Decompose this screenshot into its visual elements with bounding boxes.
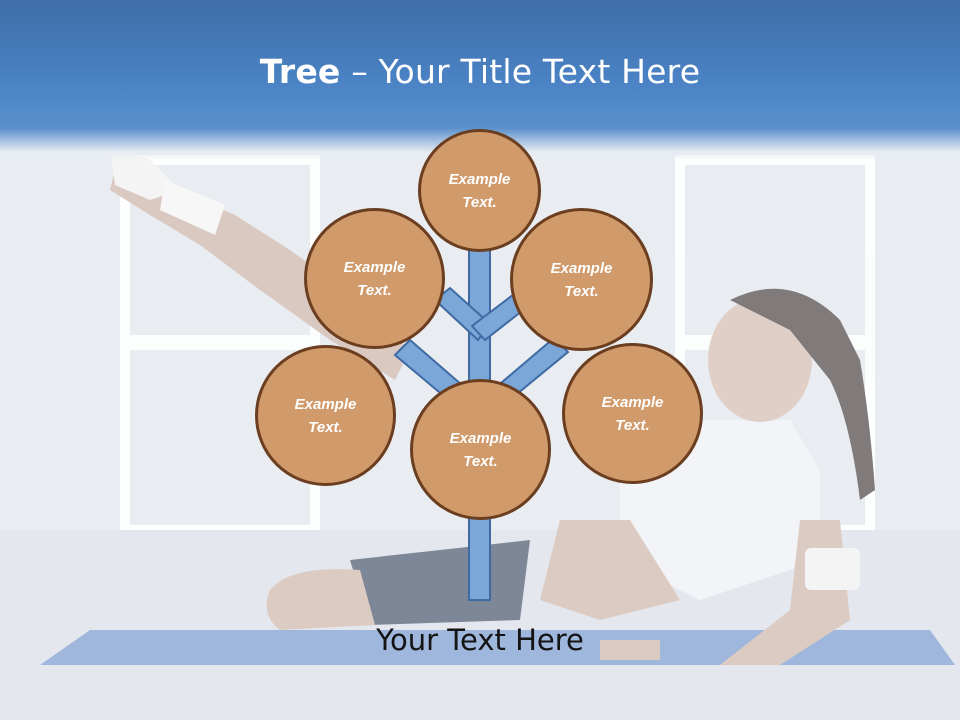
slide-title: Tree – Your Title Text Here [0,52,960,91]
tree-node-lower-left: Example Text. [255,345,396,486]
title-bold-word: Tree [259,52,341,91]
tree-node-upper-right: Example Text. [510,208,653,351]
tree-node-lower-right: Example Text. [562,343,703,484]
title-rest: – Your Title Text Here [340,52,701,91]
tree-node-top: Example Text. [418,129,541,252]
footer-text: Your Text Here [376,623,584,657]
tree-node-upper-left: Example Text. [304,208,445,349]
tree-node-center: Example Text. [410,379,551,520]
